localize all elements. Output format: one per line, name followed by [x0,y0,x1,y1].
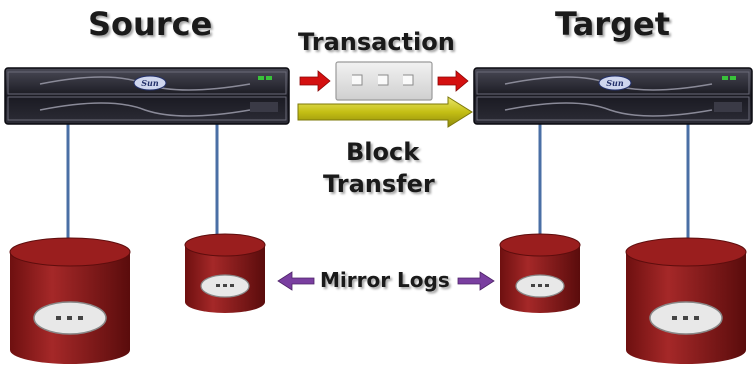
target-log-disk [499,233,581,313]
mirror-logs-arrows [277,271,495,291]
source-log-disk [184,233,266,313]
source-title: Source [88,5,213,43]
transaction-label: Transaction [298,28,455,56]
sun-logo-text: Sun [606,78,624,88]
mirror-arrow-right-icon [457,271,495,291]
source-server: Sun [4,67,290,125]
sun-logo-icon [133,75,167,91]
mirror-logs-label: Mirror Logs [320,268,450,292]
red-arrow-right-icon [437,70,469,92]
block-transfer-label-line2: Transfer [323,170,435,198]
mirror-arrow-left-icon [277,271,315,291]
target-data-disk [625,237,747,364]
cables [66,122,690,250]
target-title: Target [555,5,670,43]
block-transfer-arrow-icon [297,96,473,128]
red-arrow-left-icon [299,70,331,92]
target-server: Sun [473,67,753,125]
source-data-disk [9,237,131,364]
transaction-flow [299,61,469,101]
sun-logo-text: Sun [141,78,159,88]
block-transfer-label-line1: Block [346,138,420,166]
sun-logo-icon [598,75,632,91]
